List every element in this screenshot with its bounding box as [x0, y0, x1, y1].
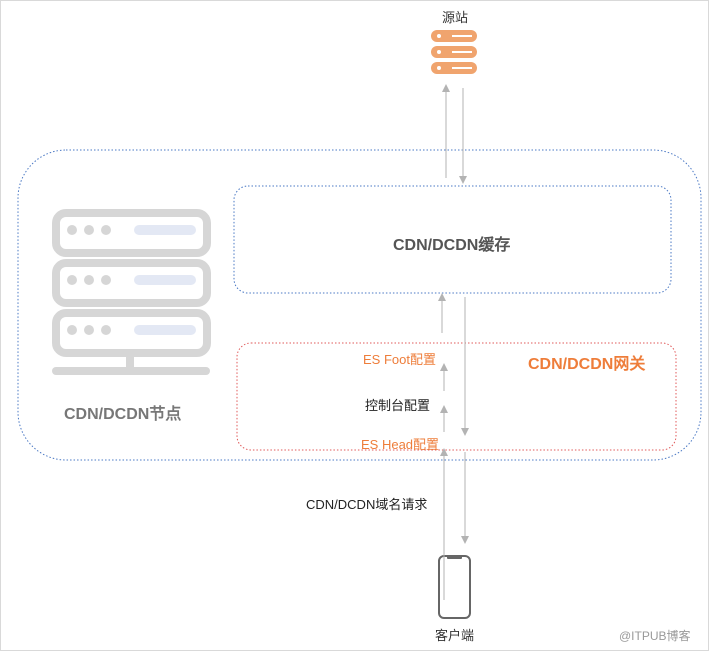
es-foot-label: ES Foot配置 — [363, 352, 436, 367]
gateway-title: CDN/DCDN网关 — [528, 356, 646, 373]
cache-box — [233, 185, 672, 294]
gateway-box — [236, 342, 677, 451]
es-head-label: ES Head配置 — [361, 437, 440, 452]
origin-label: 源站 — [442, 10, 469, 25]
domain-request-label: CDN/DCDN域名请求 — [306, 497, 428, 512]
smartphone-icon — [438, 555, 471, 619]
server-rack-icon — [52, 209, 211, 375]
server-stack-icon — [431, 30, 477, 74]
client-label: 客户端 — [435, 628, 475, 643]
console-config-label: 控制台配置 — [365, 398, 431, 413]
node-title: CDN/DCDN节点 — [64, 406, 182, 423]
cache-title: CDN/DCDN缓存 — [393, 237, 511, 254]
watermark: @ITPUB博客 — [619, 629, 691, 643]
